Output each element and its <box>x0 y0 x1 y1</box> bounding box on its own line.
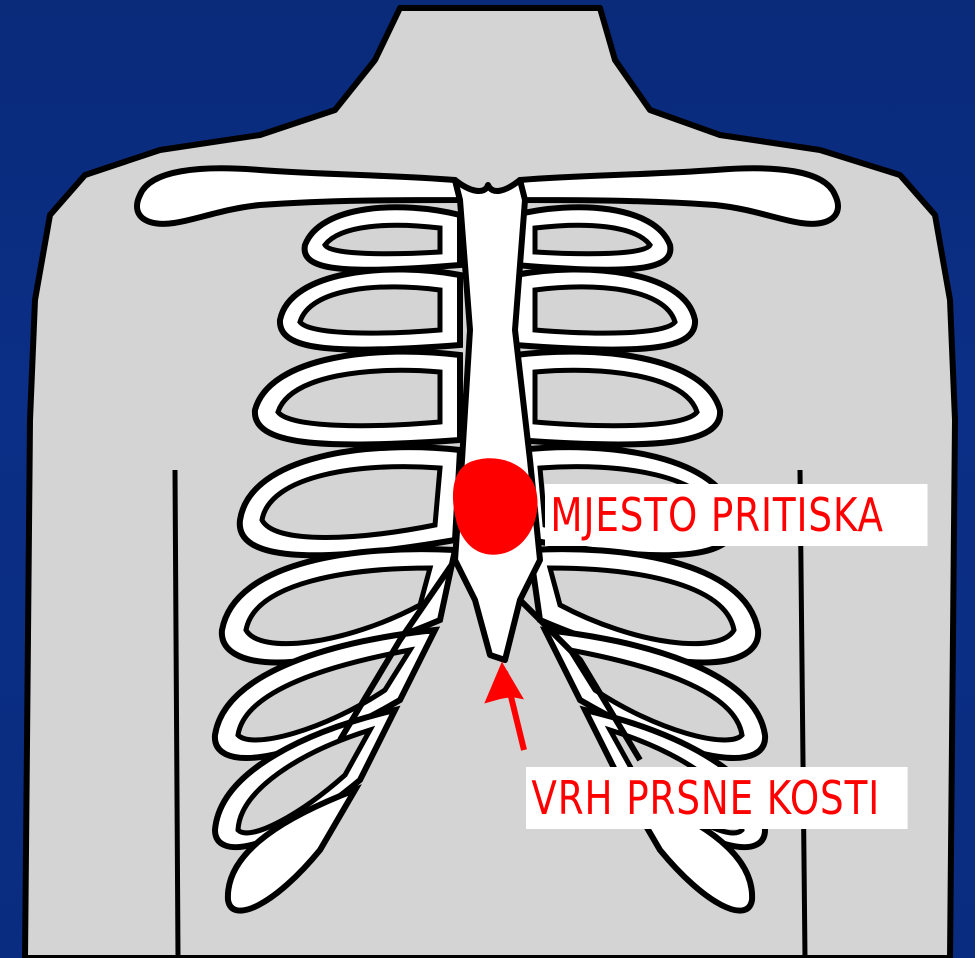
pressure-point-label: MJESTO PRITISKA <box>545 484 928 546</box>
sternum-tip-label: VRH PRSNE KOSTI <box>526 767 908 829</box>
left-arm-line <box>175 470 178 958</box>
